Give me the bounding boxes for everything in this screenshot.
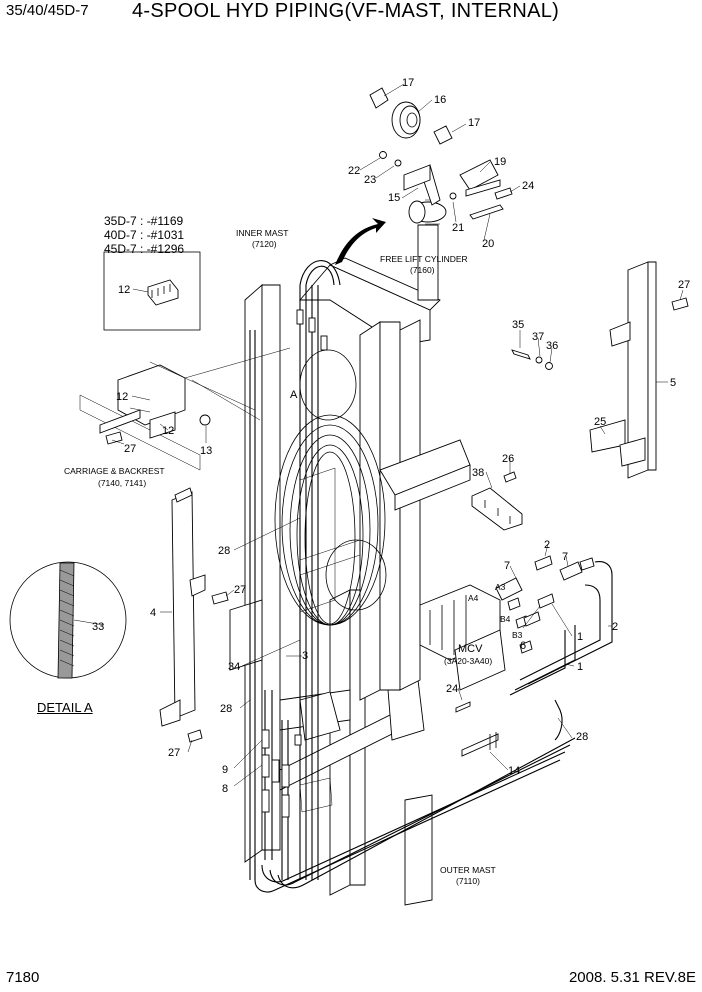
variant-35d7: 35D-7 : -#1169 [104, 214, 184, 228]
callout: 8 [222, 783, 228, 795]
inner-mast-frame [299, 257, 471, 701]
callout: 23 [364, 174, 376, 186]
variant-40d7: 40D-7 : -#1031 [104, 228, 185, 242]
free-lift-cylinder [408, 199, 447, 301]
main-control-valve [419, 555, 595, 713]
callout: 33 [92, 621, 104, 633]
callout: 35 [512, 319, 524, 331]
callout: 3 [302, 650, 308, 662]
callout: 26 [502, 453, 514, 465]
callout: 17 [468, 117, 480, 129]
port-a4: A4 [468, 593, 479, 603]
callout: 27 [124, 443, 136, 455]
callout-numbers: 17 16 17 19 22 23 24 15 21 20 27 5 35 37… [92, 77, 690, 795]
port-a3: A3 [495, 582, 506, 592]
callout: 22 [348, 165, 360, 177]
side-bracket-5 [511, 261, 689, 479]
callout: 37 [532, 331, 544, 343]
mcv-number: (3A20-3A40) [444, 656, 492, 666]
hose-guide-38 [471, 471, 523, 531]
port-b3: B3 [512, 630, 523, 640]
outer-mast-number: (7110) [456, 876, 480, 886]
carriage-number: (7140, 7141) [98, 478, 146, 488]
callout: 24 [522, 180, 534, 192]
callout: 15 [388, 192, 400, 204]
callout: 27 [678, 279, 690, 291]
callout: 27 [168, 747, 180, 759]
inner-mast-number: (7120) [252, 239, 277, 249]
mcv-label: MCV [458, 643, 483, 655]
clamp-14 [461, 732, 499, 757]
callout: 2 [544, 539, 550, 551]
callout: 34 [228, 661, 240, 673]
page-number: 7180 [6, 969, 40, 986]
callout: 19 [494, 156, 506, 168]
callout: 28 [576, 731, 588, 743]
callout: 4 [150, 607, 156, 619]
callout: 5 [670, 377, 676, 389]
hose-fittings [261, 309, 328, 818]
callout: 12 [118, 284, 130, 296]
callout: 1 [577, 631, 583, 643]
assembly-arrow [335, 218, 386, 265]
free-lift-number: (7160) [410, 265, 435, 275]
callout: 1 [577, 661, 583, 673]
callout: 25 [594, 416, 606, 428]
outer-mast-label: OUTER MAST [440, 865, 496, 875]
callout: 9 [222, 764, 228, 776]
callout: 36 [546, 340, 558, 352]
hose-guide-4 [159, 487, 229, 743]
callout: 24 [446, 683, 458, 695]
detail-a-marker: A [290, 389, 298, 401]
port-b4: B4 [500, 614, 511, 624]
leader-lines [73, 83, 684, 787]
carriage-assembly [79, 347, 291, 471]
pulley-assembly [369, 87, 513, 220]
callout: 28 [220, 703, 232, 715]
serial-variants: 35D-7 : -#1169 40D-7 : -#1031 45D-7 : -#… [104, 214, 184, 256]
callout: 27 [234, 584, 246, 596]
detail-a-title: DETAIL A [37, 700, 93, 715]
callout: 20 [482, 238, 494, 250]
callout: 13 [200, 445, 212, 457]
callout: 12 [162, 425, 174, 437]
outer-mast-frame [229, 284, 433, 906]
callout: 7 [562, 551, 568, 563]
carriage-label: CARRIAGE & BACKREST [64, 466, 165, 476]
model-number: 35/40/45D-7 [6, 2, 89, 19]
callout: 28 [218, 545, 230, 557]
callout: 16 [434, 94, 446, 106]
free-lift-label: FREE LIFT CYLINDER [380, 254, 468, 264]
callout: 38 [472, 467, 484, 479]
assembly-labels: INNER MAST (7120) FREE LIFT CYLINDER (71… [64, 228, 523, 886]
callout: 21 [452, 222, 464, 234]
callout: 7 [504, 560, 510, 572]
inner-mast-label: INNER MAST [236, 228, 288, 238]
page-title: 4-SPOOL HYD PIPING(VF-MAST, INTERNAL) [132, 0, 560, 22]
detail-a-circle [9, 561, 127, 679]
variant-45d7: 45D-7 : -#1296 [104, 242, 185, 256]
hose-bundle [249, 260, 613, 893]
revision-date: 2008. 5.31 REV.8E [568, 969, 696, 986]
callout: 2 [612, 621, 618, 633]
callout: 14 [508, 765, 520, 777]
callout: 12 [116, 391, 128, 403]
variant-box [103, 251, 201, 331]
callout: 17 [402, 77, 414, 89]
callout: 6 [520, 640, 526, 652]
